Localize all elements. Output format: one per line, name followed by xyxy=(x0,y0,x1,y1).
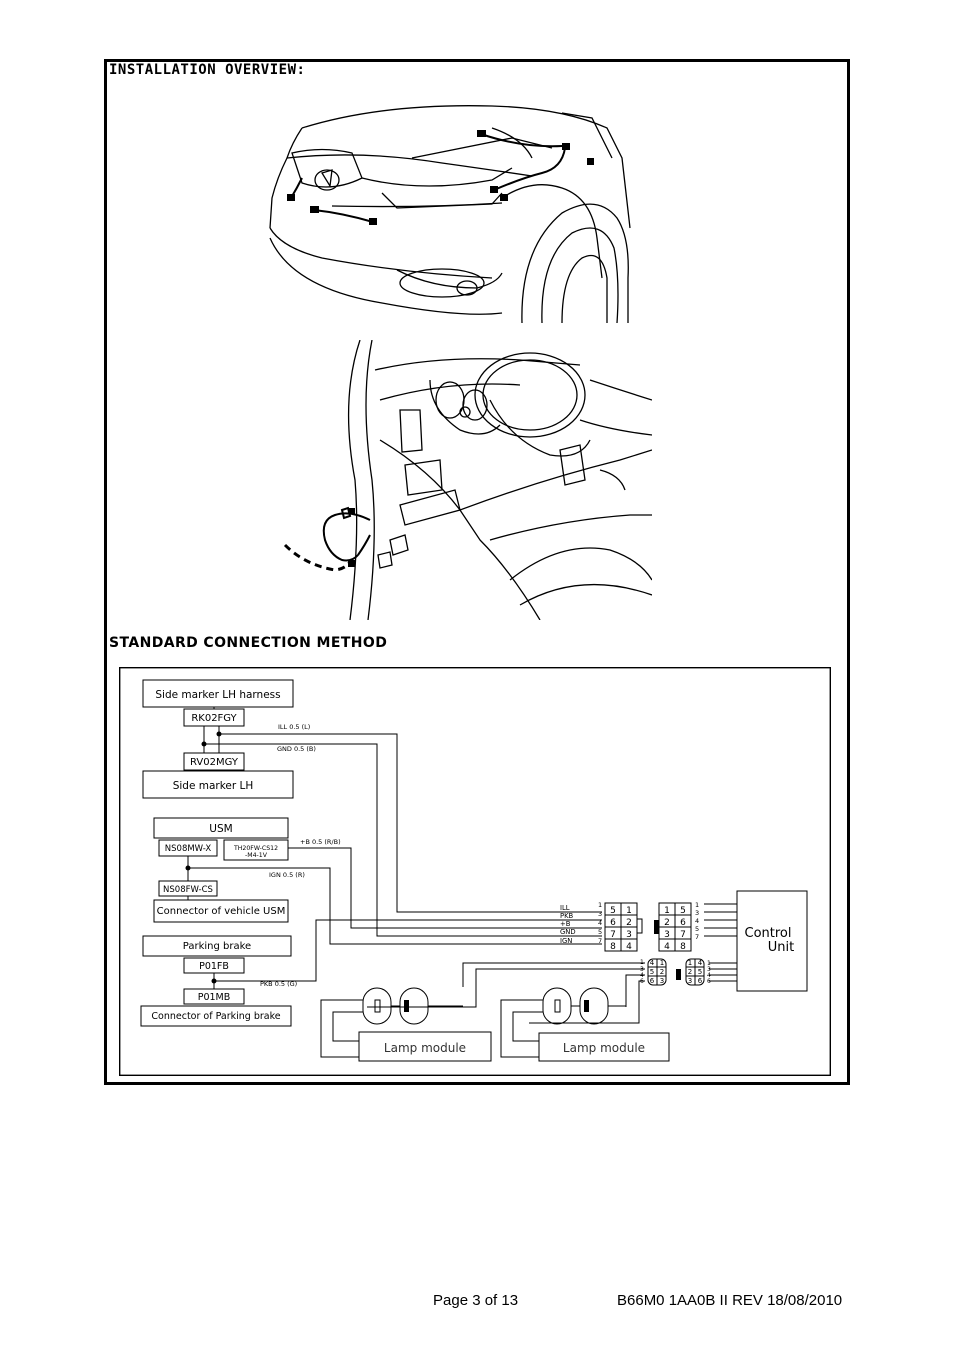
lamp-module-left-label: Lamp module xyxy=(384,1041,466,1055)
right-pin-label: 7 xyxy=(695,933,699,941)
lamp-pin-left-label: 4 xyxy=(640,972,644,979)
connector1-pin: 4 xyxy=(626,942,632,952)
side-marker-label: Side marker LH xyxy=(173,780,254,792)
lamp-pin-right-label: 4 xyxy=(707,972,711,979)
lamp-connector2-pin: 5 xyxy=(698,968,702,976)
right-pin-label: 3 xyxy=(695,909,699,917)
usm-label: USM xyxy=(209,823,232,835)
left-pin-label: 7 xyxy=(598,937,602,945)
lamp-connector1-pin: 3 xyxy=(660,977,664,985)
wiring-schematic: Side marker LH harness RK02FGY RV02MGY S… xyxy=(119,667,831,1076)
lamp-pin-right-label: 1 xyxy=(707,960,711,967)
lamp-pin-right-label: 3 xyxy=(707,966,711,973)
pkb-wire-label: PKB 0.5 (G) xyxy=(260,980,297,988)
ign-wire-label: IGN 0.5 (R) xyxy=(269,871,305,879)
parking-brake-label: Parking brake xyxy=(183,941,251,952)
connector1-pin: 7 xyxy=(610,930,616,940)
document-frame xyxy=(104,59,850,1085)
lamp-pin-right-label: 6 xyxy=(707,978,711,985)
lamp-connector1-pin: 2 xyxy=(660,968,664,976)
lamp-pin-left-label: 1 xyxy=(640,959,644,966)
lamp-pin-left-label: 6 xyxy=(640,978,644,985)
ns08mw-label: NS08MW-X xyxy=(165,844,212,854)
signal-gnd-label: GND xyxy=(560,928,576,936)
th20-label-line2: -M4-1V xyxy=(245,852,268,859)
right-pin-label: 1 xyxy=(695,901,699,909)
connector1-pin: 5 xyxy=(610,906,616,916)
connector2-pin: 8 xyxy=(680,942,686,952)
parking-connector-label: Connector of Parking brake xyxy=(151,1011,280,1022)
connector1-pin: 3 xyxy=(626,930,632,940)
rk02fgy-label: RK02FGY xyxy=(191,713,237,724)
lamp-connector2-pin: 4 xyxy=(698,959,703,967)
signal-b-label: +B xyxy=(560,920,571,928)
signal-ign-label: IGN xyxy=(560,937,572,945)
right-pin-label: 4 xyxy=(695,917,699,925)
lamp-module-right-label: Lamp module xyxy=(563,1041,645,1055)
vehicle-usm-label: Connector of vehicle USM xyxy=(157,906,286,917)
th20-label-line1: TH20FW-CS12 xyxy=(233,845,278,852)
signal-ill-label: ILL xyxy=(560,904,570,912)
connector2-pin: 1 xyxy=(664,906,670,916)
left-pin-label: 4 xyxy=(598,919,602,927)
left-pin-label: 1 xyxy=(598,901,602,909)
plusb-wire-label: +B 0.5 (R/B) xyxy=(300,838,341,846)
connector1-pin: 8 xyxy=(610,942,616,952)
signal-pkb-label: PKB xyxy=(560,912,574,920)
lamp-connector2-pin: 3 xyxy=(688,977,692,985)
connector2-pin: 3 xyxy=(664,930,670,940)
p01fb-label: P01FB xyxy=(199,961,229,972)
connector2-pin: 7 xyxy=(680,930,686,940)
side-marker-harness-label: Side marker LH harness xyxy=(155,689,280,701)
lamp-connector2-pin: 2 xyxy=(688,968,692,976)
lamp-pin-left-label: 3 xyxy=(640,966,644,973)
connector1-pin: 2 xyxy=(626,918,632,928)
connector2-pin: 6 xyxy=(680,918,686,928)
vehicle-front-illustration xyxy=(269,105,631,324)
left-pin-label: 3 xyxy=(598,910,602,918)
right-pin-label: 5 xyxy=(695,925,699,933)
connector2-pin: 4 xyxy=(664,942,670,952)
lamp-connector1-pin: 5 xyxy=(650,968,654,976)
ill-wire-label: ILL 0.5 (L) xyxy=(278,723,310,731)
connector1-pin: 6 xyxy=(610,918,616,928)
lamp-connector1-pin: 6 xyxy=(650,977,655,985)
ns08fw-label: NS08FW-CS xyxy=(163,885,213,895)
control-unit-label-line2: Unit xyxy=(768,940,794,955)
lamp-connector1-pin: 1 xyxy=(660,959,664,967)
control-unit-label-line1: Control xyxy=(745,926,792,941)
lamp-connector2-pin: 1 xyxy=(688,959,692,967)
installation-overview-heading: INSTALLATION OVERVIEW: xyxy=(109,62,306,78)
connector2-pin: 2 xyxy=(664,918,670,928)
document-reference: B66M0 1AA0B II REV 18/08/2010 xyxy=(617,1292,843,1309)
lamp-connector2-pin: 6 xyxy=(698,977,703,985)
page-number: Page 3 of 13 xyxy=(433,1292,519,1309)
vehicle-interior-illustration xyxy=(283,340,652,620)
gnd-wire-label: GND 0.5 (B) xyxy=(277,745,316,753)
p01mb-label: P01MB xyxy=(198,992,231,1003)
connector2-pin: 5 xyxy=(680,906,686,916)
left-pin-label: 5 xyxy=(598,928,602,936)
rv02mgy-label: RV02MGY xyxy=(190,757,239,768)
connector1-pin: 1 xyxy=(626,906,632,916)
standard-connection-heading: STANDARD CONNECTION METHOD xyxy=(109,635,388,651)
lamp-connector1-pin: 4 xyxy=(650,959,655,967)
